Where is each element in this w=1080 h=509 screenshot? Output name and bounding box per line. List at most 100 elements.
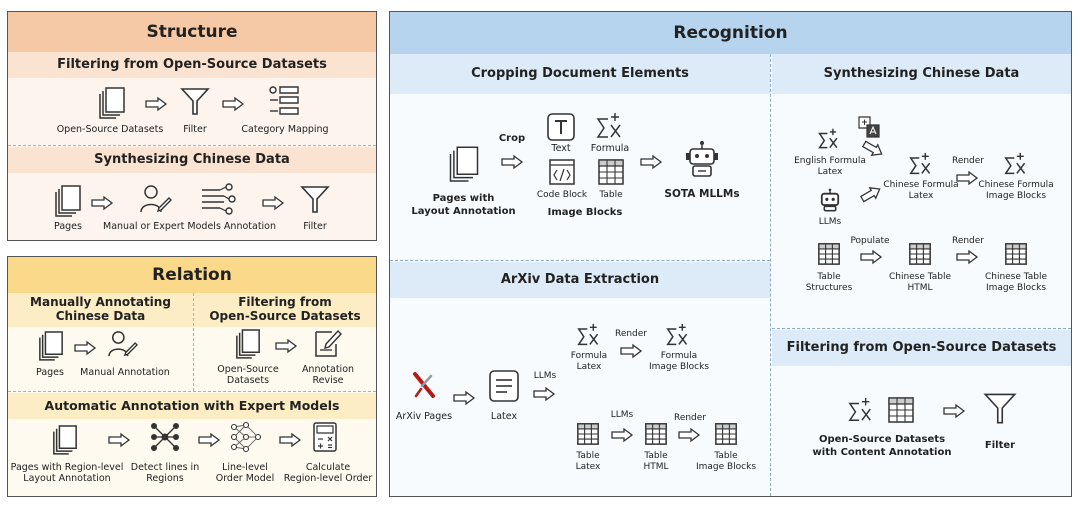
formula-icon — [596, 113, 624, 141]
formula-icon — [577, 323, 601, 348]
robot-icon — [818, 188, 842, 212]
table-icon — [1005, 243, 1027, 265]
structure-title: Structure — [8, 12, 376, 52]
translate-icon — [858, 116, 880, 138]
table-icon — [715, 423, 737, 445]
arrow-icon — [262, 195, 285, 211]
arrow-icon — [860, 249, 883, 265]
expert-models-icon — [200, 184, 236, 214]
label-latex: Latex — [490, 411, 518, 422]
label-pages: Pages — [54, 221, 82, 232]
label-text: Text — [551, 143, 571, 154]
arrow-icon — [943, 403, 966, 419]
arxiv-title: ArXiv Data Extraction — [390, 262, 770, 298]
arrow-icon — [678, 427, 701, 443]
formula-icon — [909, 152, 933, 177]
label-render-1: Render — [951, 156, 985, 166]
recog-synth-title: Synthesizing Chinese Data — [772, 54, 1071, 94]
label-filter-2: Filter — [303, 221, 327, 232]
label-category-mapping: Category Mapping — [241, 124, 329, 135]
label-code-block: Code Block — [536, 190, 588, 200]
cropping-title: Cropping Document Elements — [390, 54, 770, 94]
label-table: Table — [599, 190, 623, 200]
arrow-icon — [198, 432, 221, 448]
arrow-icon — [956, 170, 979, 186]
arrow-diagonal-up-icon — [860, 186, 882, 202]
formula-icon — [666, 323, 690, 348]
recog-filtering-title: Filtering from Open-Source Datasets — [772, 330, 1071, 366]
arrow-icon — [620, 343, 643, 359]
arrow-icon — [275, 338, 298, 354]
label-image-blocks: Image Blocks — [547, 207, 623, 218]
table-icon — [645, 423, 667, 445]
manual-annotation-icon — [108, 330, 138, 358]
category-mapping-icon — [268, 86, 300, 118]
structure-synth-title: Synthesizing Chinese Data — [8, 147, 376, 173]
label-llms-2: LLMs — [610, 410, 634, 420]
code-block-icon — [549, 159, 575, 185]
arrow-icon — [91, 195, 114, 211]
text-block-icon — [547, 113, 575, 141]
pages-icon — [54, 184, 82, 216]
arrow-icon — [74, 340, 97, 356]
label-llms: LLMs — [818, 217, 842, 227]
label-populate: Populate — [850, 236, 890, 246]
detect-lines-icon — [151, 423, 179, 451]
label-pages: Pages — [36, 367, 64, 378]
filter-icon — [180, 86, 210, 116]
recognition-title: Recognition — [390, 12, 1071, 54]
label-sota-mllms: SOTA MLLMs — [664, 188, 740, 200]
label-filter: Filter — [183, 124, 207, 135]
table-icon — [909, 243, 931, 265]
label-arxiv-pages: ArXiv Pages — [395, 411, 453, 422]
manual-annotation-icon — [140, 184, 172, 214]
calculator-icon — [313, 422, 337, 452]
pages-icon — [52, 424, 78, 454]
pages-icon — [38, 330, 64, 360]
arrow-icon — [222, 96, 245, 112]
label-render-2: Render — [673, 413, 707, 423]
arrow-icon — [279, 432, 302, 448]
table-icon — [577, 423, 599, 445]
relation-title: Relation — [8, 257, 376, 293]
open-source-datasets-icon — [235, 328, 261, 358]
label-render-2: Render — [951, 236, 985, 246]
table-icon — [818, 243, 840, 265]
structure-panel: Structure Filtering from Open-Source Dat… — [7, 11, 377, 241]
line-order-model-icon — [230, 422, 262, 452]
arrow-icon — [108, 432, 131, 448]
filter-icon — [300, 184, 330, 214]
open-source-datasets-icon — [98, 86, 126, 118]
latex-doc-icon — [489, 370, 519, 402]
label-open-source-datasets: Open-Source Datasets — [56, 124, 164, 135]
arrow-icon — [453, 390, 476, 406]
robot-icon — [686, 141, 718, 178]
formula-icon — [1004, 152, 1028, 177]
arrow-icon — [956, 249, 979, 265]
label-render-1: Render — [614, 329, 648, 339]
arxiv-logo-icon — [413, 372, 435, 398]
annotation-revise-icon — [314, 328, 342, 358]
formula-icon — [848, 397, 874, 424]
pages-icon — [448, 145, 480, 181]
table-icon — [598, 159, 624, 185]
